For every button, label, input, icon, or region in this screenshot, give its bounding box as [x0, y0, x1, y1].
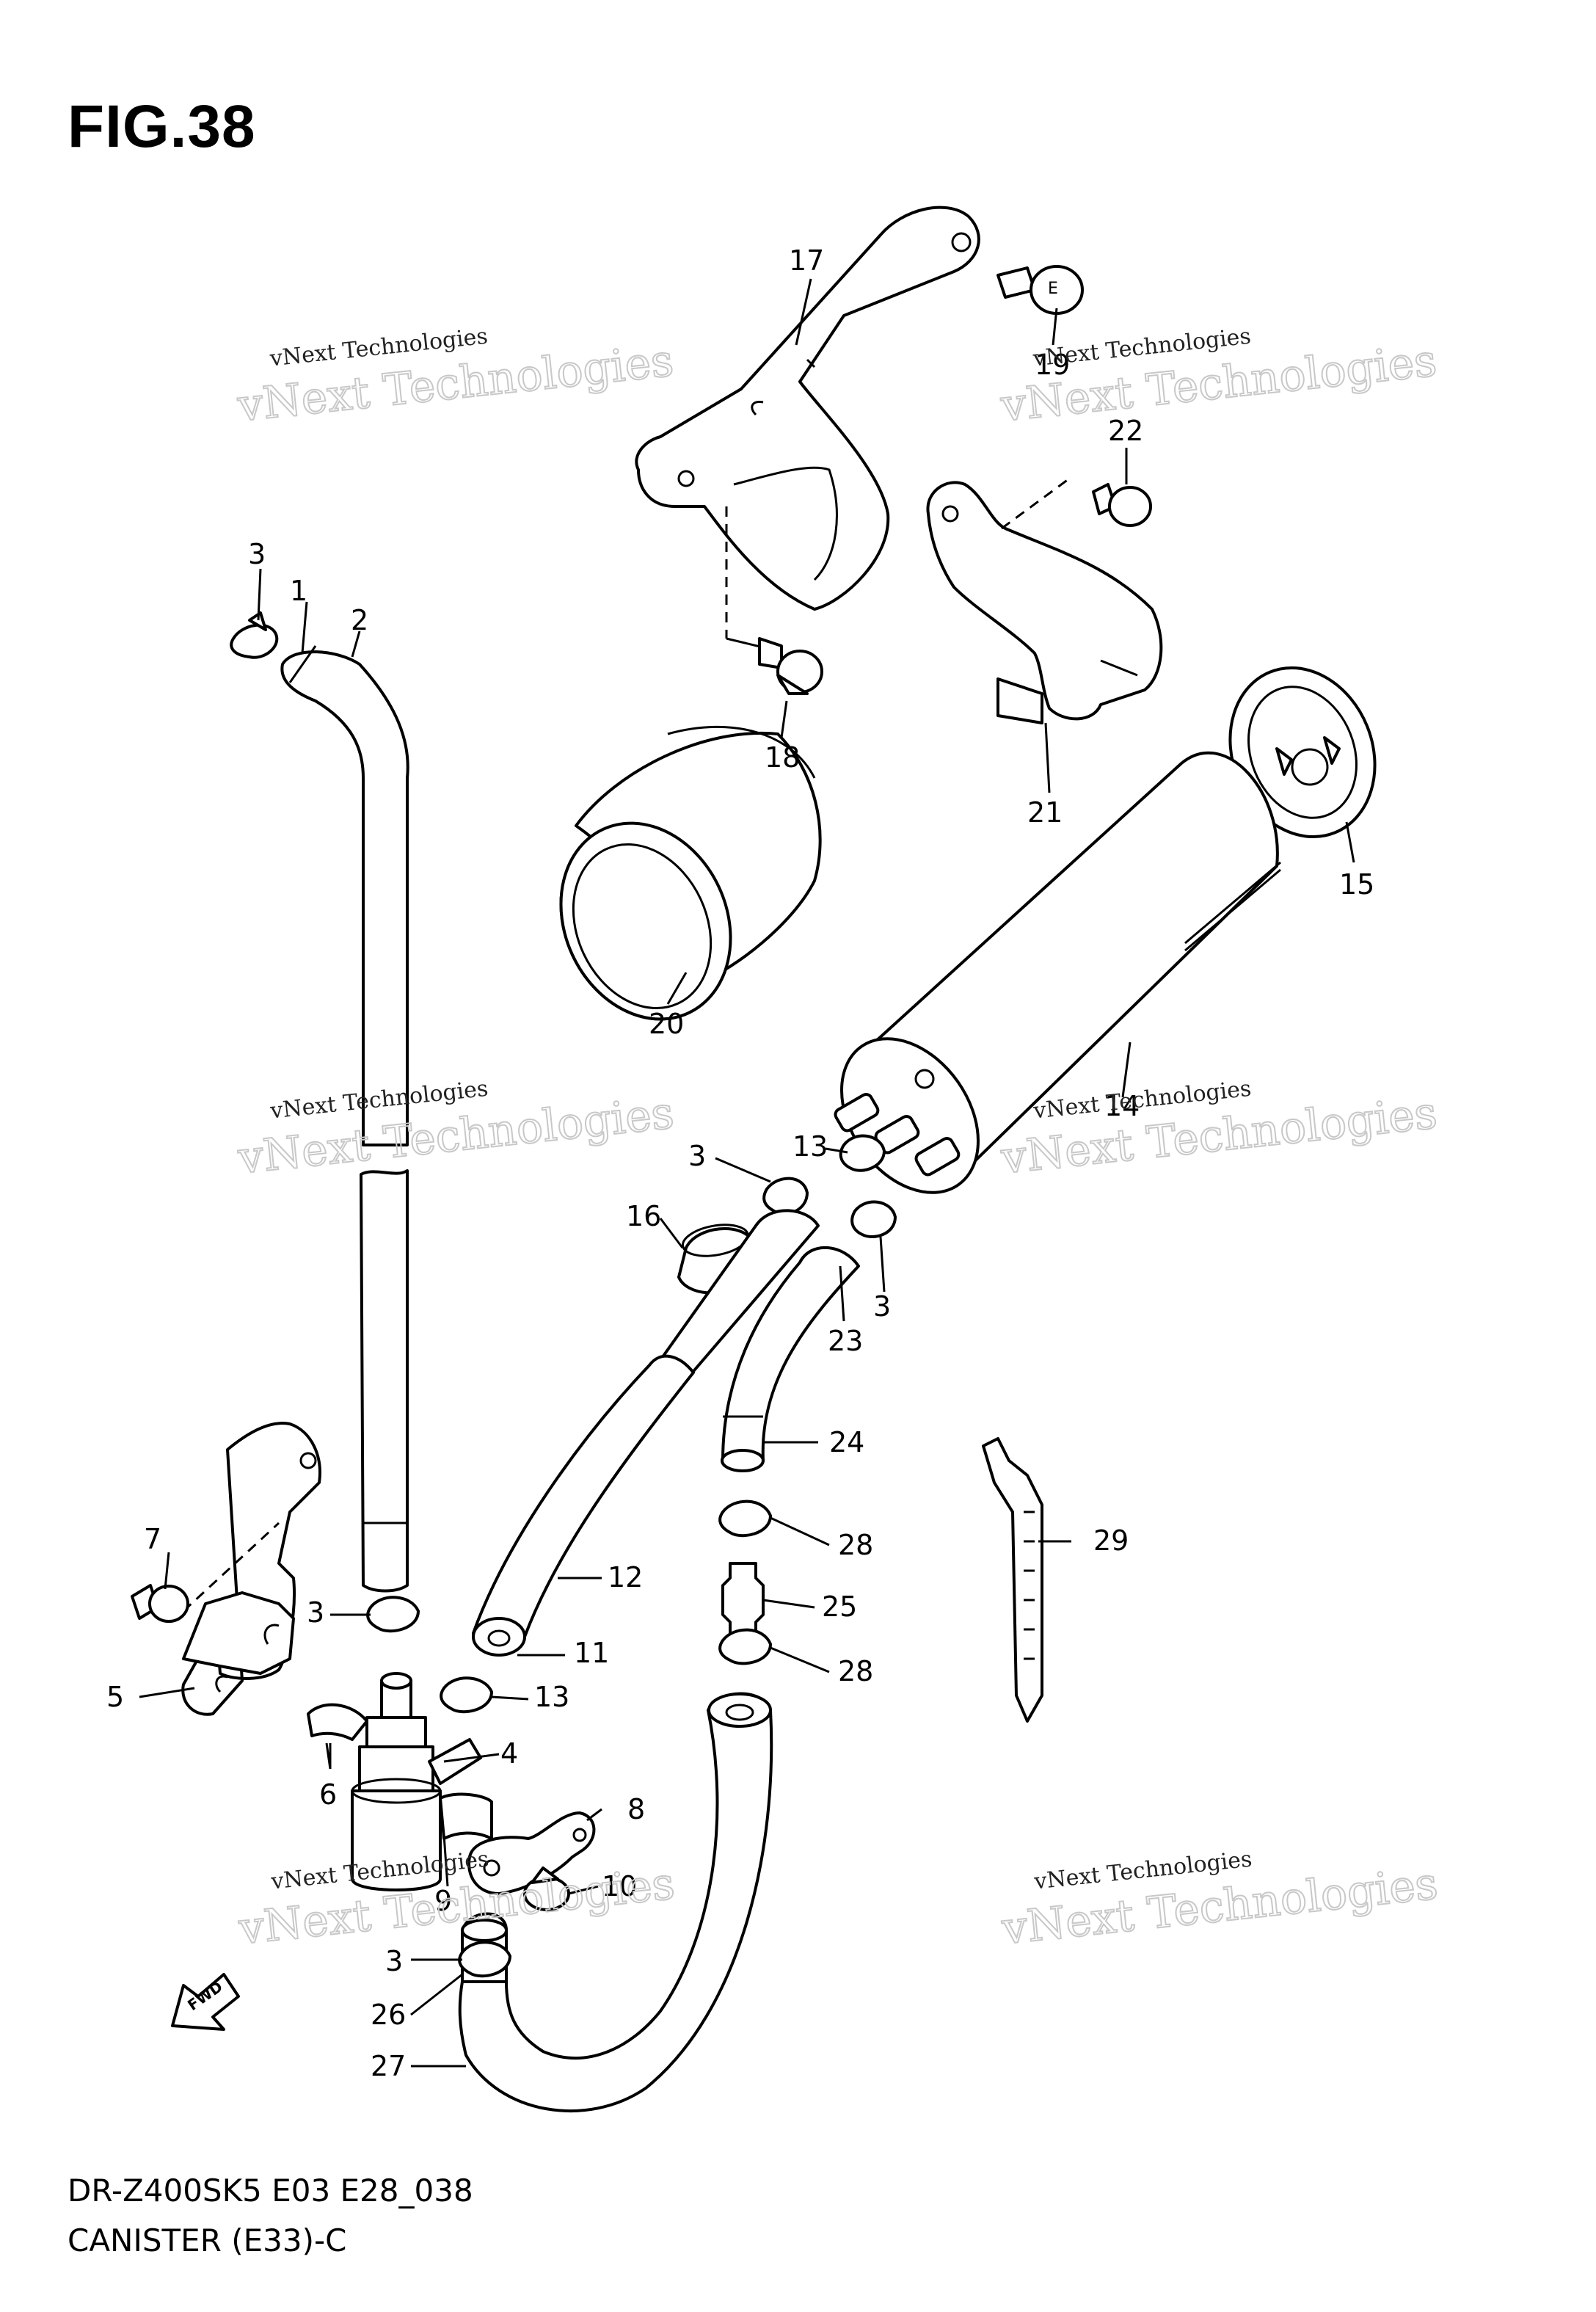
part-labels: 1 2 3 3 3 3 3 4 5 6 7 8 9 10 11 12 13 13… — [106, 244, 1374, 2082]
tie-29 — [982, 1437, 1043, 1723]
label-part-3d: 3 — [307, 1596, 324, 1629]
hose-23-24 — [721, 1246, 860, 1472]
fwd-arrow-icon: FWD — [171, 1973, 240, 2031]
label-part-9: 9 — [434, 1885, 452, 1917]
clamp-3-top — [230, 611, 279, 659]
label-part-23: 23 — [828, 1325, 863, 1357]
label-part-3b: 3 — [688, 1140, 706, 1172]
model-code: DR-Z400SK5 E03 E28_038 — [68, 2173, 473, 2209]
label-part-26: 26 — [371, 1999, 406, 2031]
cap-20 — [559, 725, 822, 1021]
label-part-13a: 13 — [792, 1130, 828, 1163]
label-part-3c: 3 — [873, 1290, 891, 1323]
bracket-21 — [926, 476, 1163, 724]
hose-11-12 — [472, 1209, 820, 1657]
watermark-bottom-left: vNext Technologies vNext Technologies — [236, 1847, 678, 1956]
leader-lines — [139, 278, 1355, 2068]
clamp-28-joint-25 — [718, 1499, 772, 1665]
figure-title: FIG.38 — [68, 93, 256, 160]
label-part-21: 21 — [1027, 796, 1063, 829]
clamps-lower — [366, 1596, 511, 1978]
label-part-22: 22 — [1108, 415, 1143, 447]
bolt-19: E — [996, 265, 1084, 315]
label-part-15: 15 — [1339, 868, 1374, 901]
label-part-24: 24 — [829, 1426, 864, 1458]
label-part-6: 6 — [319, 1778, 337, 1811]
label-part-18: 18 — [765, 741, 800, 774]
label-part-25: 25 — [822, 1591, 857, 1623]
watermark-mid-left: vNext Technologies vNext Technologies — [235, 1076, 677, 1185]
bracket-8 — [467, 1811, 596, 1911]
label-part-14: 14 — [1104, 1090, 1140, 1122]
label-part-19: 19 — [1035, 349, 1070, 381]
svg-text:E: E — [1048, 280, 1058, 298]
label-part-5: 5 — [106, 1681, 124, 1713]
watermark-top-right: vNext Technologies vNext Technologies — [997, 324, 1440, 433]
label-part-12: 12 — [608, 1561, 643, 1593]
label-part-3e: 3 — [385, 1945, 403, 1977]
label-part-11: 11 — [574, 1637, 609, 1669]
label-part-29: 29 — [1093, 1524, 1129, 1557]
label-part-27: 27 — [371, 2050, 406, 2082]
watermark-bottom-right: vNext Technologies vNext Technologies — [999, 1847, 1441, 1956]
label-part-2: 2 — [351, 604, 368, 636]
watermark-top-left: vNext Technologies vNext Technologies — [234, 324, 677, 433]
figure-caption: CANISTER (E33)-C — [68, 2222, 347, 2258]
label-part-10: 10 — [602, 1870, 637, 1902]
label-part-8: 8 — [627, 1793, 645, 1825]
label-part-3a: 3 — [248, 538, 266, 570]
bolt-22 — [1092, 483, 1152, 527]
label-part-13b: 13 — [534, 1681, 569, 1713]
clamps-near-canister — [762, 1134, 897, 1238]
label-part-1: 1 — [290, 575, 307, 607]
bracket-17 — [635, 206, 980, 611]
bolt-18 — [725, 506, 823, 695]
label-part-16: 16 — [626, 1200, 661, 1232]
valve-4 — [307, 1672, 493, 1891]
label-part-28a: 28 — [838, 1529, 873, 1561]
label-part-20: 20 — [649, 1008, 684, 1040]
label-part-7: 7 — [144, 1523, 161, 1555]
label-part-17: 17 — [789, 244, 824, 277]
label-part-28b: 28 — [838, 1655, 873, 1687]
hose-1-2 — [280, 645, 409, 1593]
label-part-4: 4 — [500, 1737, 518, 1770]
bracket-5 — [131, 1422, 321, 1716]
